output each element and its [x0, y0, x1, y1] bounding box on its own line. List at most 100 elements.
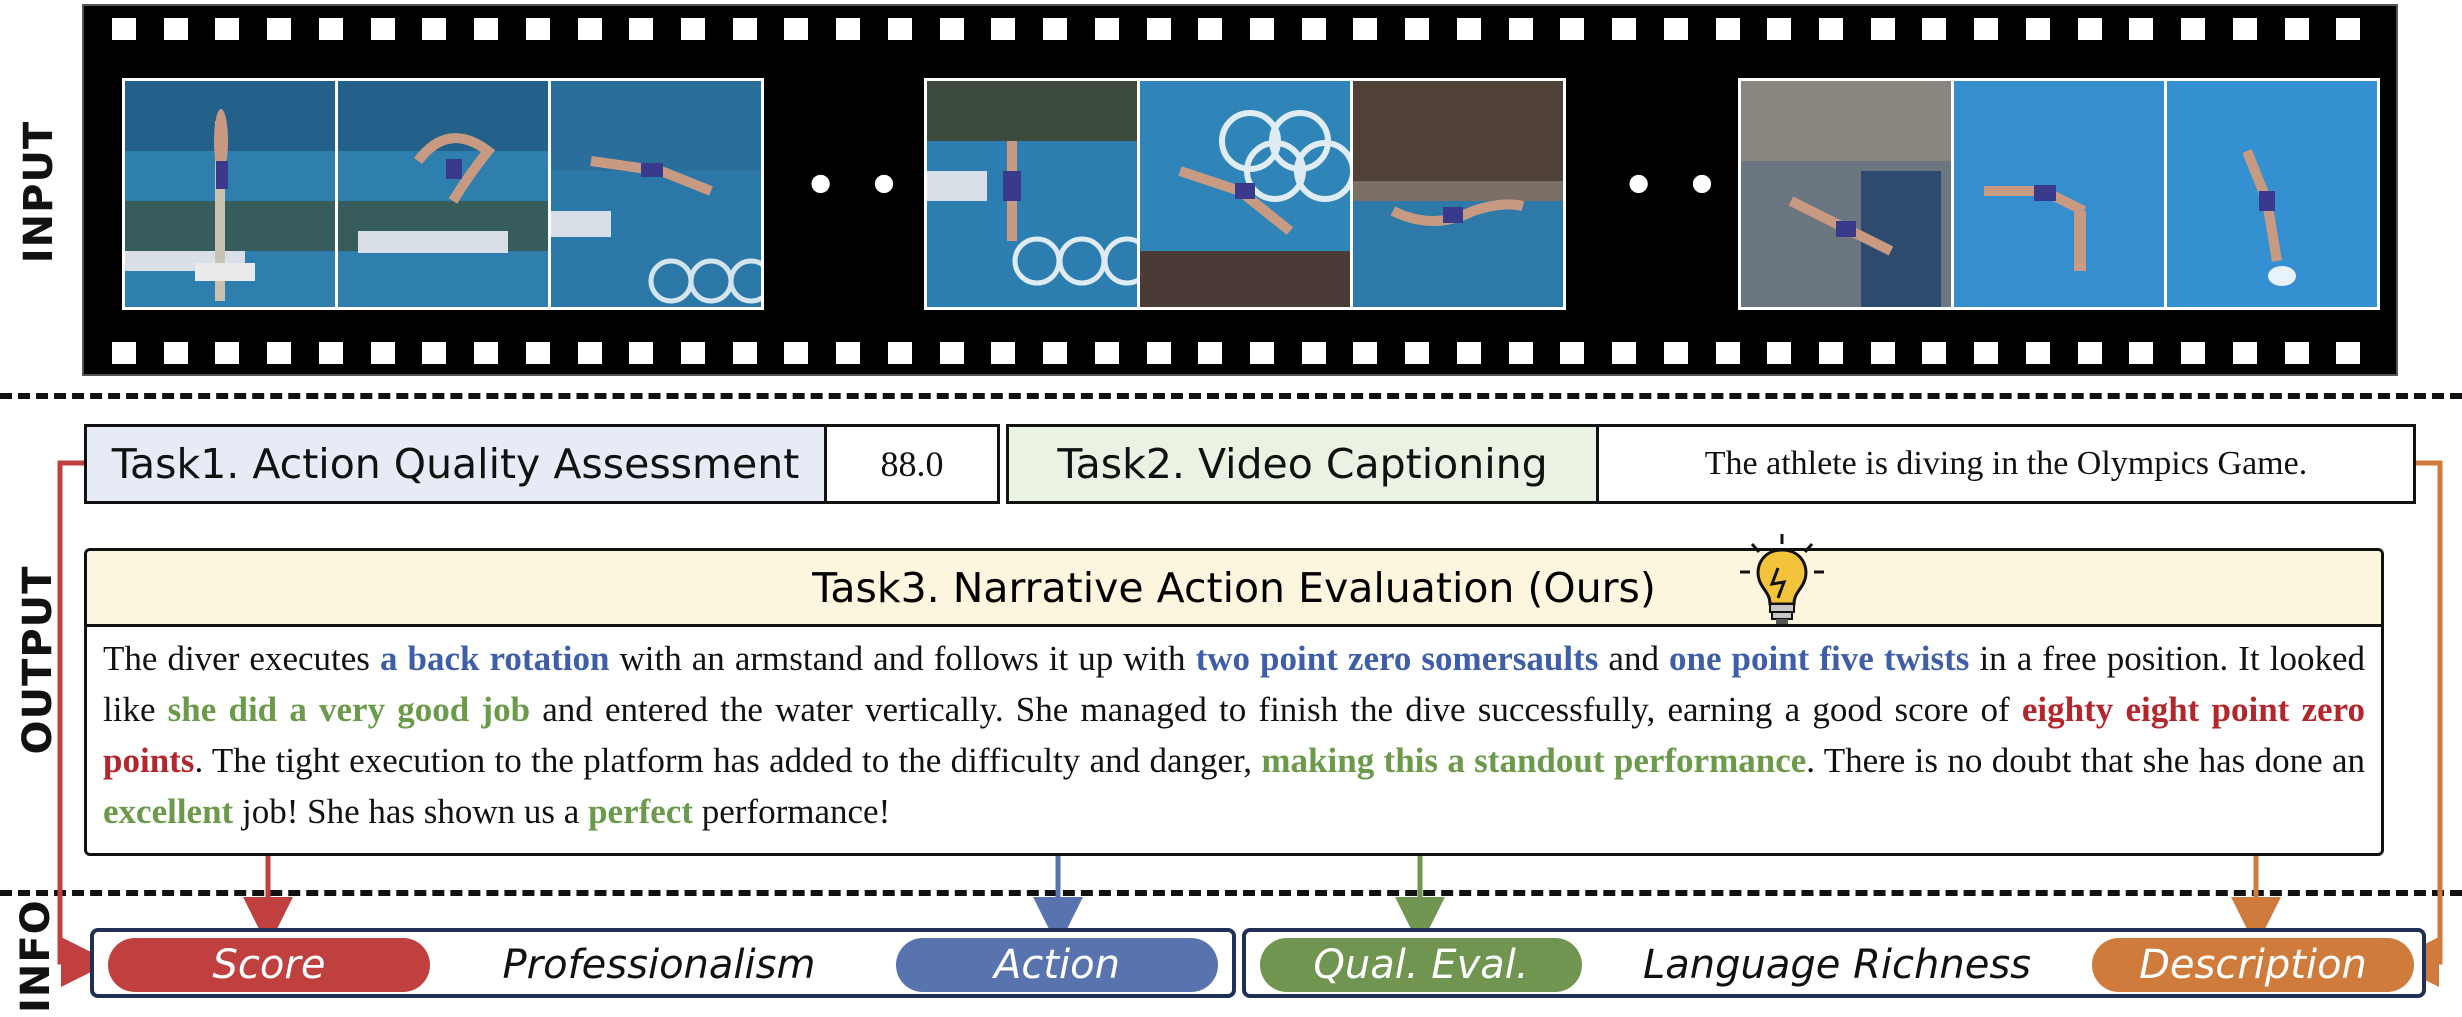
sprocket-hole	[2232, 342, 2257, 364]
sprocket-hole	[215, 342, 240, 364]
sprocket-hole	[1819, 18, 1843, 40]
video-frame	[1350, 78, 1566, 310]
sprocket-hole	[2181, 18, 2206, 40]
sprocket-hole	[887, 18, 912, 40]
narrative-highlight-green: perfect	[588, 792, 693, 831]
output-info-separator	[0, 890, 2462, 896]
sprocket-hole	[1974, 342, 1999, 364]
sprocket-hole	[1198, 18, 1223, 40]
video-frame	[1137, 78, 1353, 310]
sprocket-hole	[1870, 18, 1895, 40]
sprocket-hole	[577, 18, 602, 40]
sprocket-hole	[1819, 342, 1843, 364]
sprocket-hole	[836, 18, 861, 40]
sprocket-hole	[318, 18, 343, 40]
sprocket-hole	[732, 18, 757, 40]
task2-title: Task2. Video Captioning	[1009, 427, 1599, 501]
input-output-separator	[0, 393, 2462, 399]
description-pill: Description	[2092, 938, 2414, 992]
sprocket-hole	[1612, 18, 1637, 40]
sprocket-hole	[1353, 18, 1378, 40]
sprocket-hole	[318, 342, 343, 364]
task2-box: Task2. Video Captioning The athlete is d…	[1006, 424, 2416, 504]
sprocket-hole	[422, 342, 447, 364]
task3-title: Task3. Narrative Action Evaluation (Ours…	[812, 563, 1656, 612]
sprocket-hole	[163, 342, 188, 364]
sprocket-hole	[1198, 342, 1223, 364]
sprocket-hole	[2181, 342, 2206, 364]
video-frame	[1951, 78, 2167, 310]
score-pill: Score	[108, 938, 430, 992]
language-richness-label: Language Richness	[1642, 942, 2031, 988]
sprocket-hole	[215, 18, 240, 40]
sprocket-hole	[2025, 18, 2050, 40]
sprocket-hole	[1922, 18, 1947, 40]
narrative-segment: . The tight execution to the platform ha…	[194, 741, 1262, 780]
sprocket-hole	[1405, 18, 1430, 40]
narrative-segment: job! She has shown us a	[233, 792, 589, 831]
sprocket-hole	[1043, 18, 1068, 40]
narrative-segment: and	[1598, 639, 1669, 678]
narrative-segment: The diver executes	[103, 639, 380, 678]
sprocket-hole	[1301, 342, 1326, 364]
task1-box: Task1. Action Quality Assessment 88.0	[84, 424, 1000, 504]
sprocket-hole	[2077, 18, 2102, 40]
sprocket-hole	[474, 342, 499, 364]
sprocket-hole	[1043, 342, 1068, 364]
narrative-segment: . There is no doubt that she has done an	[1806, 741, 2365, 780]
sprocket-hole	[1456, 18, 1481, 40]
sprocket-hole	[1146, 342, 1171, 364]
sprocket-hole	[1767, 342, 1792, 364]
sprocket-hole	[1560, 342, 1585, 364]
sprocket-hole	[629, 18, 654, 40]
sprocket-hole	[112, 18, 136, 40]
sprocket-hole	[784, 342, 809, 364]
sprocket-hole	[1560, 18, 1585, 40]
sprocket-hole	[112, 342, 136, 364]
sprocket-hole	[2284, 18, 2309, 40]
sprocket-hole	[525, 342, 550, 364]
narrative-highlight-red: eighty eight point zero points	[103, 690, 2365, 780]
sprocket-hole	[2336, 18, 2361, 40]
sprocket-hole	[1663, 18, 1688, 40]
sprocket-hole	[939, 18, 964, 40]
narrative-highlight-green: excellent	[103, 792, 234, 831]
task3-narrative-text: The diver executes a back rotation with …	[103, 633, 2365, 837]
sprocket-hole	[836, 342, 861, 364]
sprocket-hole	[2284, 342, 2309, 364]
sprocket-hole	[1094, 342, 1119, 364]
narrative-segment: performance!	[692, 792, 891, 831]
sprocket-hole	[1922, 342, 1947, 364]
info-language-richness-box: Qual. Eval. Language Richness Descriptio…	[1242, 928, 2426, 998]
sprocket-hole	[1250, 342, 1274, 364]
task1-to-score-connector	[57, 460, 111, 987]
sprocket-hole	[2336, 342, 2361, 364]
sprocket-hole	[1301, 18, 1326, 40]
sprocket-hole	[681, 18, 705, 40]
sprocket-hole	[1612, 342, 1637, 364]
sprocket-hole	[1508, 342, 1533, 364]
action-pill: Action	[896, 938, 1218, 992]
video-frame	[548, 78, 764, 310]
sprocket-hole	[370, 18, 395, 40]
sprocket-hole	[163, 18, 188, 40]
sprocket-hole	[681, 342, 705, 364]
sprocket-hole	[370, 342, 395, 364]
video-frame	[1738, 78, 1954, 310]
task1-title: Task1. Action Quality Assessment	[87, 427, 827, 501]
sprocket-hole	[1715, 18, 1740, 40]
narrative-segment: and entered the water vertically. She ma…	[530, 690, 2022, 729]
sprocket-hole	[1870, 342, 1895, 364]
sprocket-hole	[2232, 18, 2257, 40]
sprocket-hole	[991, 342, 1016, 364]
sprocket-hole	[474, 18, 499, 40]
lightbulb-icon	[1740, 534, 1824, 624]
sprocket-hole	[267, 18, 292, 40]
task2-caption-value: The athlete is diving in the Olympics Ga…	[1704, 445, 2308, 482]
video-frame	[122, 78, 338, 310]
sprocket-hole	[2129, 342, 2154, 364]
narrative-highlight-green: she did a very good job	[167, 690, 531, 729]
sprocket-hole	[1974, 18, 1999, 40]
narrative-segment: with an armstand and follows it up with	[609, 639, 1196, 678]
